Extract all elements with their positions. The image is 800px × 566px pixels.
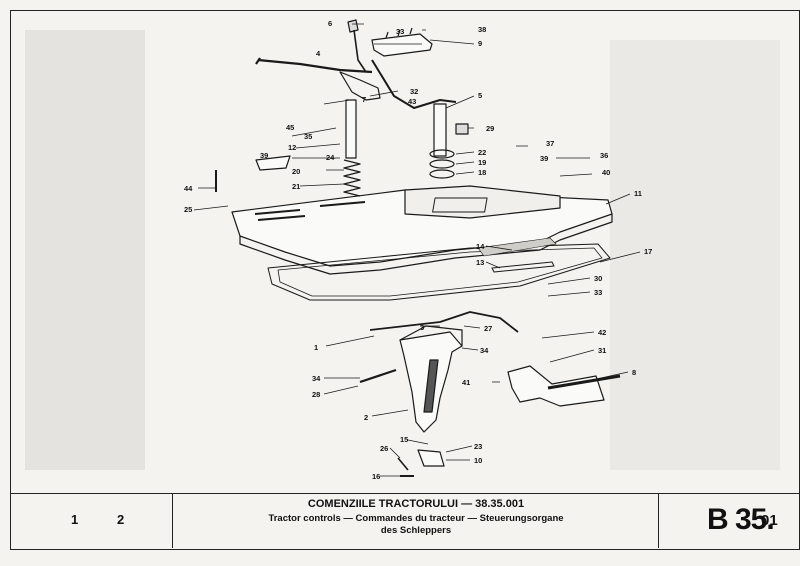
washer-18 bbox=[429, 169, 455, 179]
callout-7: 7 bbox=[362, 95, 366, 104]
housing-2-top bbox=[399, 325, 463, 346]
callout-17: 17 bbox=[644, 247, 652, 256]
callout-13: 13 bbox=[476, 258, 484, 267]
gear-lever-4 bbox=[255, 57, 373, 74]
page-number-1: 1 bbox=[71, 512, 79, 527]
callout-12: 12 bbox=[288, 143, 296, 152]
callout-29: 29 bbox=[486, 124, 494, 133]
callout-16: 16 bbox=[372, 472, 380, 481]
title-cell: COMENZIILE TRACTORULUI — 38.35.001 Tract… bbox=[173, 494, 659, 548]
callout-41: 41 bbox=[462, 378, 470, 387]
page-number-cell: 1 2 bbox=[11, 494, 173, 548]
bleed-through-left bbox=[25, 30, 145, 470]
bracket-24 bbox=[255, 155, 291, 171]
callout-31: 31 bbox=[598, 346, 606, 355]
callout-39-left: 39 bbox=[260, 151, 268, 160]
callout-28: 28 bbox=[312, 390, 320, 399]
page-number-2: 2 bbox=[117, 512, 125, 527]
callout-24: 24 bbox=[326, 153, 335, 162]
subtitle-line-1: Tractor controls — Commandes du tracteur… bbox=[268, 513, 564, 524]
callout-45: 45 bbox=[286, 123, 294, 132]
selector-9 bbox=[371, 33, 433, 57]
drawing-subtitle: Tractor controls — Commandes du tracteur… bbox=[233, 513, 599, 537]
callout-37: 37 bbox=[546, 139, 554, 148]
lever-28 bbox=[359, 368, 397, 384]
selector-9-teeth bbox=[385, 27, 413, 39]
cover-window bbox=[432, 197, 488, 213]
callout-14: 14 bbox=[476, 242, 485, 251]
callout-21: 21 bbox=[292, 182, 300, 191]
code-cell: B 35. 01 bbox=[659, 494, 799, 548]
title-block: 1 2 COMENZIILE TRACTORULUI — 38.35.001 T… bbox=[11, 493, 799, 549]
bleed-through-right bbox=[610, 40, 780, 470]
callout-1: 1 bbox=[314, 343, 318, 352]
callout-labels: 1 2 3 4 5 6 7 8 9 10 11 12 13 14 15 16 1… bbox=[184, 19, 652, 481]
callout-40: 40 bbox=[602, 168, 610, 177]
shaft-45 bbox=[345, 99, 357, 159]
cover-plate-edge bbox=[239, 214, 613, 275]
callout-8: 8 bbox=[632, 368, 636, 377]
subtitle-line-2: des Schleppers bbox=[380, 525, 452, 536]
washer-22 bbox=[429, 149, 455, 159]
callout-19: 19 bbox=[478, 158, 486, 167]
cover-raised-section bbox=[404, 185, 561, 219]
callout-33: 33 bbox=[594, 288, 602, 297]
callout-15: 15 bbox=[400, 435, 408, 444]
callout-44: 44 bbox=[184, 184, 193, 193]
housing-2-slot bbox=[423, 359, 439, 413]
callout-22: 22 bbox=[478, 148, 486, 157]
section-code-suffix: 01 bbox=[761, 512, 778, 529]
control-bar-1 bbox=[369, 311, 519, 333]
pivot-10 bbox=[417, 449, 445, 467]
drawing-title: COMENZIILE TRACTORULUI — 38.35.001 bbox=[307, 498, 525, 510]
callout-25: 25 bbox=[184, 205, 192, 214]
callout-3: 3 bbox=[420, 323, 424, 332]
lever-5 bbox=[371, 59, 457, 109]
callout-9: 9 bbox=[478, 39, 482, 48]
callout-18: 18 bbox=[478, 168, 486, 177]
callout-32: 32 bbox=[410, 87, 418, 96]
leader-lines bbox=[193, 23, 641, 477]
callout-27: 27 bbox=[484, 324, 492, 333]
callout-36: 36 bbox=[600, 151, 608, 160]
shift-rod-8 bbox=[547, 374, 621, 390]
callout-20: 20 bbox=[292, 167, 300, 176]
shaft-5 bbox=[433, 103, 447, 157]
callout-5: 5 bbox=[478, 91, 482, 100]
callout-23: 23 bbox=[474, 442, 482, 451]
cap-29 bbox=[455, 123, 469, 135]
section-code: B 35. bbox=[707, 503, 775, 536]
pin-26 bbox=[397, 457, 409, 471]
callout-39: 39 bbox=[540, 154, 548, 163]
spring-21 bbox=[343, 159, 361, 197]
callout-6: 6 bbox=[328, 19, 332, 28]
knob-6 bbox=[347, 19, 359, 33]
callout-33-top: 33 bbox=[396, 27, 404, 36]
callout-30: 30 bbox=[594, 274, 602, 283]
callout-2: 2 bbox=[364, 413, 368, 422]
callout-11: 11 bbox=[634, 189, 642, 198]
gate-slots bbox=[254, 201, 366, 221]
callout-4: 4 bbox=[316, 49, 321, 58]
callout-34-right: 34 bbox=[480, 346, 489, 355]
callout-10: 10 bbox=[474, 456, 482, 465]
washer-19 bbox=[429, 159, 455, 169]
grille bbox=[477, 237, 557, 257]
callout-35: 35 bbox=[304, 132, 312, 141]
callout-26: 26 bbox=[380, 444, 388, 453]
callout-42: 42 bbox=[598, 328, 606, 337]
callout-43: 43 bbox=[408, 97, 416, 106]
slot-plate bbox=[491, 261, 555, 273]
gear-lever-4-hub bbox=[339, 71, 381, 101]
callout-34: 34 bbox=[312, 374, 321, 383]
lever-rod-6 bbox=[353, 29, 367, 73]
callout-38: 38 bbox=[478, 25, 486, 34]
part-lines bbox=[215, 19, 621, 477]
